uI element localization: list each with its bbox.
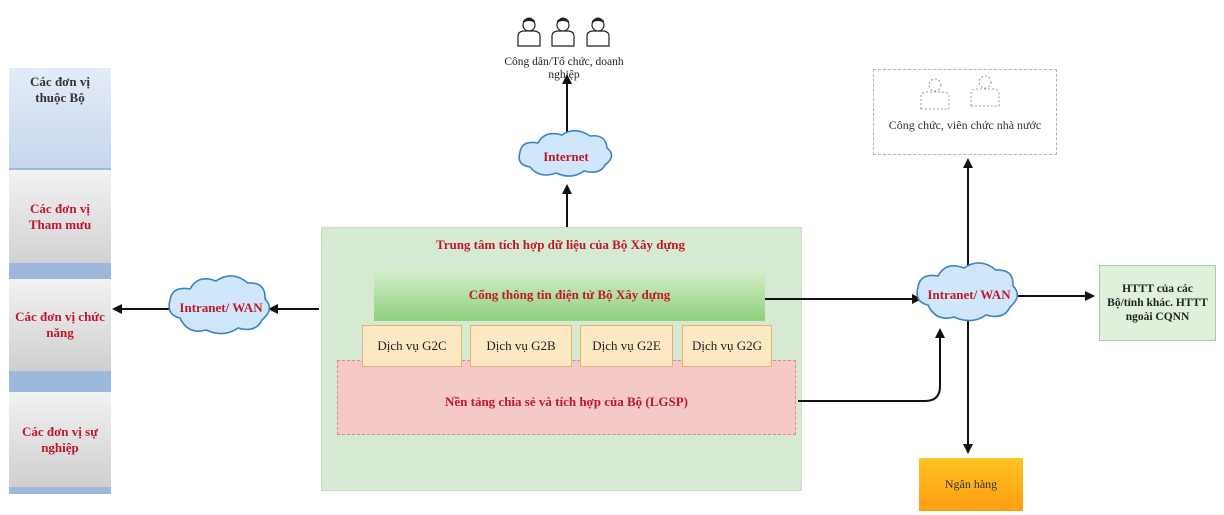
civil-servants-label: Công chức, viên chức nhà nước: [888, 118, 1042, 132]
advisory-units: Các đơn vị Tham mưu: [9, 170, 111, 263]
service-g2c: Dịch vụ G2C: [362, 325, 462, 367]
service-g2g: Dịch vụ G2G: [682, 325, 772, 367]
right-wan-cloud: [916, 262, 1019, 322]
advisory-units-label: Các đơn vị Tham mưu: [28, 200, 92, 232]
units-under-ministry: Các đơn vị thuộc Bộ: [9, 68, 111, 168]
left-wan-cloud-label: Intranet/ WAN: [179, 300, 263, 315]
left-wan-cloud: [168, 275, 271, 335]
data-integration-center-title: Trung tâm tích hợp dữ liệu của Bộ Xây dự…: [435, 237, 686, 252]
service-g2e: Dịch vụ G2E: [580, 325, 673, 367]
lgsp-platform-label: Nền tảng chia sẻ và tích hợp của Bộ (LGS…: [444, 393, 689, 409]
lgsp-platform: Nền tảng chia sẻ và tích hợp của Bộ (LGS…: [337, 360, 796, 435]
civil-servants-icon: [920, 75, 1000, 110]
citizens-icon: [517, 16, 610, 47]
civil-servants-box: [873, 69, 1057, 155]
public-service-units: Các đơn vị sự nghiệp: [9, 392, 111, 487]
external-systems-box: HTTT của các Bộ/tỉnh khác. HTTT ngoài CQ…: [1099, 265, 1216, 341]
lgsp-to-right-wan-arrow: [798, 328, 945, 402]
units-under-ministry-label: Các đơn vị thuộc Bộ: [30, 74, 90, 105]
internet-cloud-label: Internet: [543, 149, 589, 164]
internet-cloud: [518, 129, 613, 177]
service-g2b: Dịch vụ G2B: [470, 325, 572, 367]
functional-units: Các đơn vị chức năng: [9, 279, 111, 371]
bank-box: Ngân hàng: [919, 458, 1023, 511]
right-wan-cloud-label: Intranet/ WAN: [927, 287, 1011, 302]
ministry-portal: Cổng thông tin điện tử Bộ Xây dựng: [374, 268, 765, 321]
functional-units-label: Các đơn vị chức năng: [15, 309, 105, 340]
public-service-units-label: Các đơn vị sự nghiệp: [21, 423, 99, 455]
